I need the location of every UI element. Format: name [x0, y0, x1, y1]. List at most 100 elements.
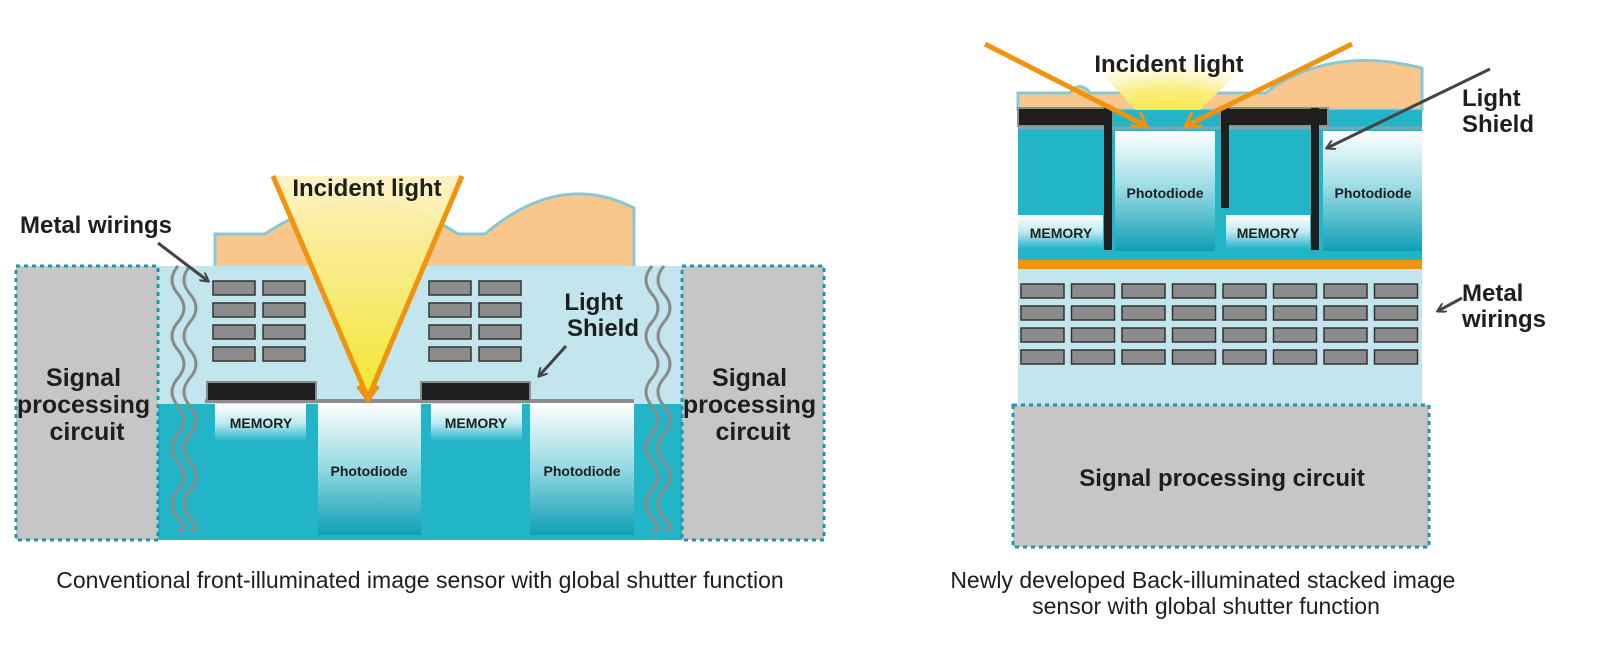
- right-signal-label: Signal processing circuit: [1079, 465, 1364, 492]
- left-light-cone: [273, 176, 462, 398]
- right-light-arrowhead-2: [1182, 111, 1203, 129]
- left-metal-wirings-arrow: [157, 241, 208, 281]
- left-light-shield-arrow: [539, 344, 568, 376]
- left-light-arrowhead: [356, 384, 380, 404]
- right-wire-grid: [1020, 283, 1419, 365]
- metal-wire-bar: [1272, 349, 1318, 365]
- right-light-shield-arrow: [1327, 67, 1491, 148]
- metal-wire-bar: [1171, 283, 1217, 299]
- metal-wire-bar: [1070, 349, 1116, 365]
- metal-wire-bar: [1323, 305, 1368, 321]
- metal-wire-bar: [1121, 305, 1166, 321]
- left-photodiode-2-block: [530, 403, 634, 535]
- metal-wire-bar: [1020, 327, 1065, 343]
- metal-wire-bar: [212, 280, 256, 296]
- metal-wire-bar: [212, 324, 256, 340]
- metal-wire-bar: [1171, 327, 1217, 343]
- metal-wire-bar: [1373, 327, 1419, 343]
- metal-wire-bar: [262, 324, 306, 340]
- metal-wire-bar: [1020, 283, 1065, 299]
- right-shield-post-3: [1311, 108, 1319, 250]
- metal-wire-bar: [1020, 305, 1065, 321]
- left-diagram: Incident light Metal wirings Light Shiel…: [14, 175, 826, 593]
- metal-wire-bar: [478, 324, 522, 340]
- metal-wire-bar: [1323, 327, 1368, 343]
- metal-wire-bar: [1070, 305, 1116, 321]
- left-signal-label-right: Signal processing circuit: [683, 364, 823, 446]
- left-wire-grid-1: [212, 280, 306, 362]
- right-photodiode-1-label: Photodiode: [1127, 185, 1204, 201]
- left-signal-label-left: Signal processing circuit: [17, 364, 157, 446]
- metal-wire-bar: [428, 280, 472, 296]
- metal-wire-bar: [1272, 305, 1318, 321]
- right-memory-1-label: MEMORY: [1030, 225, 1093, 241]
- left-metal-wirings-label: Metal wirings: [20, 212, 172, 239]
- metal-wire-bar: [1121, 327, 1166, 343]
- metal-wire-bar: [478, 302, 522, 318]
- left-memory-1-label: MEMORY: [230, 415, 293, 431]
- left-wavy-wires: [170, 265, 672, 532]
- left-memory-2-label: MEMORY: [445, 415, 508, 431]
- left-light-ray-1: [270, 175, 371, 399]
- right-light-arrowhead-1: [1129, 111, 1150, 129]
- right-orange-layer: [1018, 260, 1422, 269]
- right-light-ray-1: [983, 41, 1148, 129]
- metal-wire-bar: [1222, 349, 1267, 365]
- right-diagram: Incident light Light Shield Metal wiring…: [950, 40, 1546, 619]
- metal-wire-bar: [262, 280, 306, 296]
- left-photodiode-2-label: Photodiode: [544, 463, 621, 479]
- left-memory-2-block: [431, 404, 522, 442]
- left-light-ray-2: [365, 175, 465, 399]
- metal-wire-bar: [1373, 305, 1419, 321]
- left-caption: Conventional front-illuminated image sen…: [56, 567, 783, 593]
- metal-wire-bar: [1171, 349, 1217, 365]
- metal-wire-bar: [212, 302, 256, 318]
- metal-wire-bar: [1272, 327, 1318, 343]
- right-light-ray-2: [1184, 41, 1354, 129]
- right-photodiode-1-block: [1115, 131, 1215, 251]
- metal-wire-bar: [1373, 349, 1419, 365]
- left-light-shield-label: Light Shield: [564, 289, 639, 342]
- right-incident-light-label: Incident light: [1094, 51, 1243, 78]
- metal-wire-bar: [262, 346, 306, 362]
- right-memory-2-block: [1226, 215, 1310, 249]
- right-metal-wirings-label: Metal wirings: [1461, 280, 1546, 333]
- left-memory-1-block: [215, 404, 306, 442]
- metal-wire-bar: [1373, 283, 1419, 299]
- metal-wire-bar: [428, 324, 472, 340]
- metal-wire-bar: [1222, 327, 1267, 343]
- left-signal-box-right: [680, 264, 826, 542]
- metal-wire-bar: [1222, 283, 1267, 299]
- metal-wire-bar: [1222, 305, 1267, 321]
- left-light-shield-2: [420, 381, 531, 402]
- left-light-shield-1: [206, 381, 317, 402]
- metal-wire-bar: [1121, 349, 1166, 365]
- metal-wire-bar: [478, 280, 522, 296]
- left-incident-light-label: Incident light: [292, 175, 441, 202]
- metal-wire-bar: [1070, 327, 1116, 343]
- left-photodiode-1-block: [318, 403, 421, 535]
- right-signal-box: [1011, 403, 1431, 549]
- left-photodiode-1-label: Photodiode: [331, 463, 408, 479]
- metal-wire-bar: [1121, 283, 1166, 299]
- metal-wire-bar: [478, 346, 522, 362]
- metal-wire-bar: [1020, 349, 1065, 365]
- left-wire-grid-2: [428, 280, 522, 362]
- right-metal-wirings-arrow: [1438, 296, 1463, 311]
- metal-wire-bar: [1171, 305, 1217, 321]
- right-photodiode-2-label: Photodiode: [1335, 185, 1412, 201]
- right-memory-2-label: MEMORY: [1237, 225, 1300, 241]
- right-light-shield-label: Light Shield: [1462, 85, 1534, 138]
- metal-wire-bar: [428, 302, 472, 318]
- right-shield-post-2: [1221, 108, 1229, 208]
- metal-wire-bar: [1070, 283, 1116, 299]
- right-light-shield-1: [1017, 107, 1113, 127]
- metal-wire-bar: [262, 302, 306, 318]
- metal-wire-bar: [1323, 349, 1368, 365]
- metal-wire-bar: [1323, 283, 1368, 299]
- metal-wire-bar: [428, 346, 472, 362]
- right-photodiode-2-block: [1323, 131, 1422, 251]
- right-caption: Newly developed Back-illuminated stacked…: [950, 567, 1461, 619]
- metal-wire-bar: [1272, 283, 1318, 299]
